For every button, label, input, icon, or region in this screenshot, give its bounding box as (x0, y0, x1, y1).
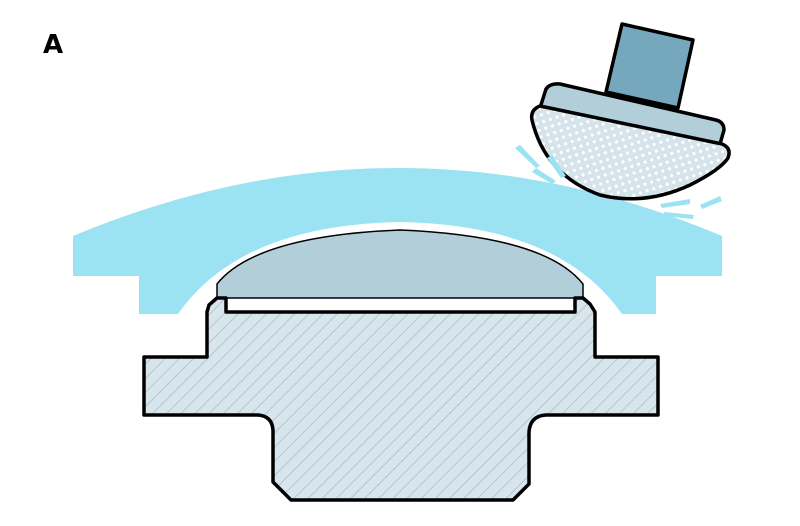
slurry-spray (515, 145, 722, 219)
polishing-tool (529, 22, 731, 201)
holder (142, 296, 660, 502)
tool-body (538, 82, 726, 146)
lens-block (216, 229, 584, 299)
tool-shaft (604, 22, 695, 110)
panel-label: A (43, 30, 64, 60)
lens-blank (73, 168, 722, 314)
polishing-pad (529, 104, 731, 201)
